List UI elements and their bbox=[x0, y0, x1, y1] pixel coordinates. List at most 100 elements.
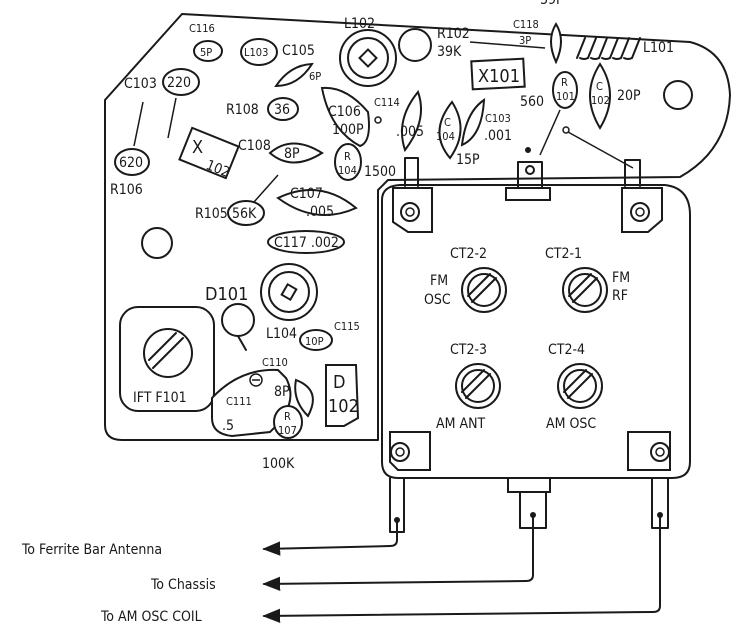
c110-capacitor bbox=[294, 378, 314, 418]
l104-label: L104 bbox=[266, 326, 297, 342]
mounting-hole-left bbox=[141, 227, 173, 259]
ct2-2-label: CT2-2 bbox=[450, 246, 487, 262]
r105-leader bbox=[253, 174, 279, 203]
r101-r: R bbox=[561, 76, 568, 89]
r104-num: 104 bbox=[338, 164, 357, 177]
c117-capacitor bbox=[267, 230, 345, 254]
c118-capacitor bbox=[550, 22, 562, 65]
c108-value: 8P bbox=[284, 146, 300, 162]
ct2-4-am-osc-label: AM OSC bbox=[546, 416, 596, 432]
trimmer-bracket-outline bbox=[381, 184, 691, 479]
x101-block bbox=[470, 57, 526, 91]
trimmer-ct2-2[interactable] bbox=[461, 267, 507, 313]
c118-label: C118 bbox=[513, 18, 539, 31]
to-ferrite-label: To Ferrite Bar Antenna bbox=[21, 542, 162, 558]
pcb-board-outline bbox=[104, 13, 731, 441]
x101-label: X101 bbox=[478, 66, 520, 87]
r107-value: 100K bbox=[262, 456, 295, 472]
r106-leader bbox=[133, 101, 144, 147]
c104-capacitor bbox=[438, 100, 462, 160]
c115-value: 10P bbox=[305, 335, 324, 348]
ct2-2-fm-label: FM bbox=[430, 273, 448, 289]
trimmer-ct2-1[interactable] bbox=[562, 267, 608, 313]
bracket-tab-top-right bbox=[621, 159, 663, 233]
c107-value: .005 bbox=[306, 204, 334, 220]
r106-220-resistor bbox=[162, 68, 200, 96]
c114-capacitor bbox=[401, 89, 422, 153]
freq-39p-label: 39P bbox=[540, 0, 564, 8]
c103b-value: .001 bbox=[484, 128, 512, 144]
ct2-3-label: CT2-3 bbox=[450, 342, 487, 358]
c114-value: .005 bbox=[396, 124, 424, 140]
l103-label: L103 bbox=[244, 46, 268, 59]
c108-label: C108 bbox=[238, 138, 271, 154]
c116-capacitor bbox=[193, 40, 223, 62]
wire-am-osc bbox=[262, 514, 661, 624]
c116-value: 5P bbox=[200, 46, 212, 59]
c114-pad bbox=[374, 116, 382, 124]
d102-num: 102 bbox=[328, 396, 359, 417]
r106-220-value: 220 bbox=[167, 75, 191, 91]
d101-diode bbox=[221, 303, 255, 351]
trimmer-ct2-3[interactable] bbox=[455, 363, 501, 409]
mounting-hole-top bbox=[398, 28, 432, 62]
r101-wire bbox=[567, 131, 634, 169]
d101-label: D101 bbox=[205, 284, 248, 305]
c106-label: C106 bbox=[328, 104, 361, 120]
r106-620-resistor bbox=[114, 148, 150, 176]
r108-resistor bbox=[267, 97, 299, 121]
c111-polarity bbox=[249, 373, 263, 387]
bracket-tab-bottom-center bbox=[507, 477, 551, 529]
r104-resistor bbox=[334, 143, 362, 181]
wire-chassis bbox=[262, 514, 534, 592]
c102-num: 102 bbox=[591, 94, 610, 107]
c114-label: C114 bbox=[374, 96, 400, 109]
bracket-tab-top-center bbox=[505, 147, 551, 201]
c111-value: .5 bbox=[222, 418, 234, 434]
c106-value: 100P bbox=[332, 122, 364, 138]
ct2-4-label: CT2-4 bbox=[548, 342, 585, 358]
c104-num: 104 bbox=[436, 130, 455, 143]
ct2-1-label: CT2-1 bbox=[545, 246, 582, 262]
c104-c: C bbox=[444, 116, 451, 129]
c105-label: C105 bbox=[282, 43, 315, 59]
c104-value: 15P bbox=[456, 152, 480, 168]
r106-label: R106 bbox=[110, 182, 143, 198]
c103b-capacitor bbox=[460, 98, 486, 147]
d102-block bbox=[325, 364, 360, 427]
r108-label: R108 bbox=[226, 102, 259, 118]
r104-r: R bbox=[344, 150, 351, 163]
r107-resistor bbox=[273, 405, 303, 439]
r101-leader bbox=[539, 109, 561, 156]
c117-label: C117 .002 bbox=[274, 235, 339, 251]
bracket-tab-bottom-left bbox=[389, 431, 431, 533]
ct2-1-rf-label: RF bbox=[612, 288, 628, 304]
r106-620-value: 620 bbox=[119, 155, 143, 171]
r101-num: 101 bbox=[556, 90, 575, 103]
c115-capacitor bbox=[299, 329, 333, 351]
c106-capacitor bbox=[320, 86, 370, 148]
l104-coil bbox=[260, 263, 318, 321]
l102-label: L102 bbox=[344, 16, 375, 32]
l102-coil bbox=[339, 29, 397, 87]
wire-ferrite bbox=[262, 519, 398, 556]
r102-label: R102 bbox=[437, 26, 470, 42]
ct2-1-fm-label: FM bbox=[612, 270, 630, 286]
c118-value: 3P bbox=[519, 34, 531, 47]
c108-capacitor bbox=[268, 142, 324, 164]
r101-value: 560 bbox=[520, 94, 544, 110]
ct2-3-am-ant-label: AM ANT bbox=[436, 416, 486, 432]
c103a-label: C103 bbox=[124, 76, 157, 92]
ift-f101-transformer bbox=[119, 306, 215, 412]
c110-label: C110 bbox=[262, 356, 288, 369]
r105-resistor bbox=[227, 200, 265, 226]
c102-value: 20P bbox=[617, 88, 641, 104]
ift-f101-label: IFT F101 bbox=[133, 390, 187, 406]
r105-label: R105 bbox=[195, 206, 228, 222]
c110-value: 8P bbox=[274, 384, 290, 400]
to-chassis-label: To Chassis bbox=[150, 577, 216, 593]
l101-coil bbox=[576, 37, 641, 60]
r101-pad bbox=[562, 126, 570, 134]
r105-value: 56K bbox=[232, 206, 257, 222]
trimmer-ct2-4[interactable] bbox=[557, 363, 603, 409]
